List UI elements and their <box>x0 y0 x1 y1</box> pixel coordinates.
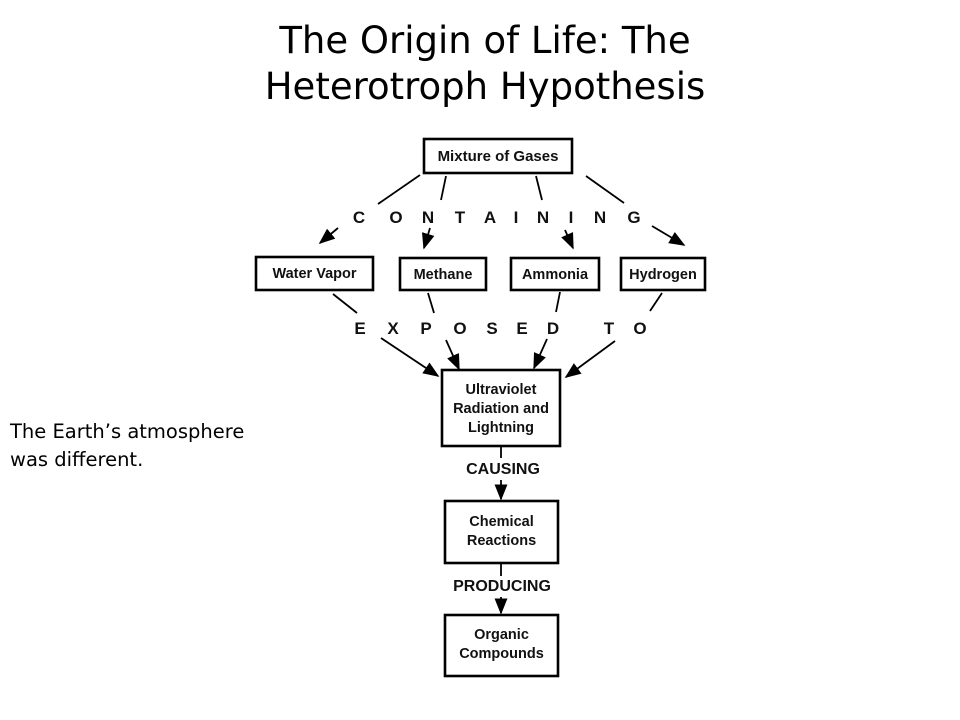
edge-from-water-vapor <box>380 337 440 377</box>
containing-edges <box>318 174 686 250</box>
node-organic-line-2: Compounds <box>459 646 544 662</box>
node-uv-line-1: Ultraviolet <box>466 382 537 398</box>
page-title: The Origin of Life: The Heterotroph Hypo… <box>0 18 960 109</box>
node-mixture-of-gases: Mixture of Gases <box>422 137 574 175</box>
exposed-edges <box>332 291 663 378</box>
edge-segment <box>555 291 561 313</box>
title-line-1: The Origin of Life: The <box>279 19 691 62</box>
containing-label: C O N T A I N I N G <box>353 208 641 227</box>
containing-letter: G <box>627 208 640 227</box>
edge-segment <box>332 293 358 314</box>
containing-letter: I <box>569 208 574 227</box>
containing-letter: I <box>514 208 519 227</box>
exposed-letter: P <box>420 319 431 338</box>
node-organic-line-1: Organic <box>474 627 529 643</box>
edge-to-hydrogen <box>651 225 686 246</box>
containing-letter: N <box>537 208 549 227</box>
exposed-letter: E <box>516 319 527 338</box>
edge-to-water-vapor <box>318 227 339 245</box>
causing-label: CAUSING <box>466 461 540 478</box>
exposed-letter: X <box>387 319 399 338</box>
edge-to-ammonia <box>561 229 574 250</box>
node-uv-line-2: Radiation and <box>453 401 549 417</box>
edge-from-ammonia <box>533 338 548 370</box>
exposed-letter: O <box>453 319 466 338</box>
edge-segment <box>535 175 543 201</box>
edge-segment <box>427 292 435 314</box>
title-line-2: Heterotroph Hypothesis <box>264 64 706 108</box>
edge-segment <box>440 175 447 201</box>
containing-letter: A <box>484 208 496 227</box>
containing-letter: C <box>353 208 365 227</box>
node-reactions-line-2: Reactions <box>467 533 536 549</box>
edge-from-methane <box>445 339 460 371</box>
exposed-letter: T <box>604 319 615 338</box>
node-methane: Methane <box>398 256 488 292</box>
exposed-letter: S <box>486 319 497 338</box>
node-chemical-reactions: Chemical Reactions <box>443 499 560 565</box>
node-water-vapor-label: Water Vapor <box>272 266 356 282</box>
exposed-to-label: E X P O S E D T O <box>354 319 646 338</box>
node-methane-label: Methane <box>414 267 473 283</box>
node-organic-compounds: Organic Compounds <box>443 613 560 678</box>
exposed-letter: E <box>354 319 365 338</box>
exposed-letter: D <box>547 319 559 338</box>
exposed-letter: O <box>633 319 646 338</box>
node-uv-lightning: Ultraviolet Radiation and Lightning <box>440 368 562 448</box>
node-mixture-label: Mixture of Gases <box>438 148 559 165</box>
edge-segment <box>649 292 663 312</box>
containing-letter: O <box>389 208 402 227</box>
side-note: The Earth’s atmosphere was different. <box>10 420 245 472</box>
containing-letter: T <box>455 208 466 227</box>
edge-to-methane <box>421 227 435 250</box>
node-ammonia: Ammonia <box>509 256 601 292</box>
node-water-vapor: Water Vapor <box>254 255 375 292</box>
producing-label: PRODUCING <box>453 578 551 595</box>
node-reactions-line-1: Chemical <box>469 514 533 530</box>
edge-segment <box>377 174 421 205</box>
node-ammonia-label: Ammonia <box>522 267 589 283</box>
node-hydrogen: Hydrogen <box>619 256 707 292</box>
node-uv-line-3: Lightning <box>468 420 534 436</box>
edge-from-hydrogen <box>564 340 616 378</box>
containing-letter: N <box>594 208 606 227</box>
containing-letter: N <box>422 208 434 227</box>
edge-segment <box>585 175 625 204</box>
node-hydrogen-label: Hydrogen <box>629 267 697 283</box>
